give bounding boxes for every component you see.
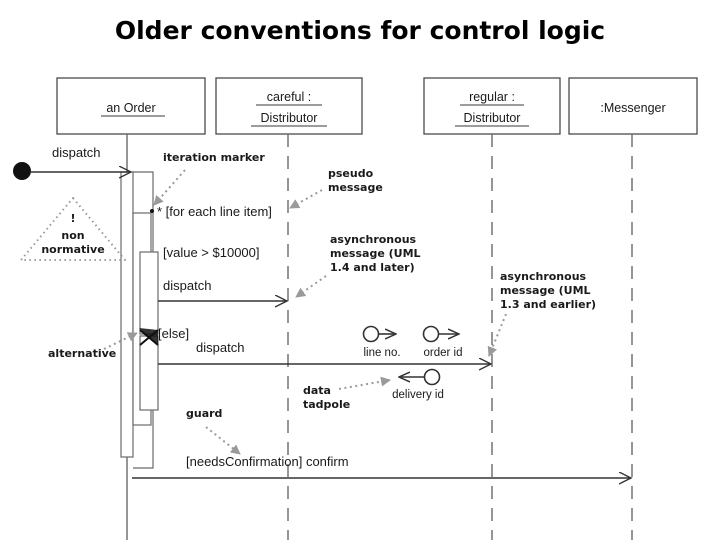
outer-activation-bar	[120, 171, 134, 458]
messages: dispatch dispatch dispatch [needsConfirm…	[13, 145, 631, 478]
annotation-pseudo-message: pseudo message	[289, 167, 383, 209]
lifeline-header-regular[interactable]: regular : Distributor	[423, 77, 561, 135]
annotation-async-13: asynchronous message (UML 1.3 and earlie…	[487, 270, 596, 357]
non-normative-warning: ! non normative	[20, 197, 126, 261]
lifeline-label-careful-1: careful :	[267, 90, 311, 104]
lifeline-label-messenger: :Messenger	[600, 101, 665, 115]
annotation-data-tadpole-line-1: data	[303, 384, 331, 397]
then-branch-activation-bar	[139, 251, 159, 335]
iteration-marker-dot	[150, 209, 154, 213]
warning-line-1: non	[61, 229, 84, 242]
tadpole-order-id: order id	[422, 325, 463, 359]
annotation-async-13-line-2: message (UML	[500, 284, 591, 297]
else-branch-activation-bar	[139, 335, 159, 411]
lifeline-label-regular-2: Distributor	[464, 111, 521, 125]
tadpole-line-no: line no.	[362, 325, 401, 359]
annotation-data-tadpole-line-2: tadpole	[303, 398, 350, 411]
found-message-start-dot	[13, 162, 31, 180]
annotation-async-14-line-1: asynchronous	[330, 233, 417, 246]
tadpole-delivery-id: delivery id	[392, 368, 444, 401]
lifeline-header-careful[interactable]: careful : Distributor	[215, 77, 363, 135]
warning-exclamation: !	[70, 212, 75, 225]
guards: * [for each line item] [value > $10000] …	[150, 204, 272, 341]
annotation-guard-line-1: guard	[186, 407, 222, 420]
annotation-data-tadpole: data tadpole	[303, 376, 391, 411]
guard-value: [value > $10000]	[163, 245, 260, 260]
tadpole-label-order-id: order id	[424, 347, 463, 359]
warning-line-2: normative	[41, 243, 104, 256]
annotations: iteration marker pseudo message asynchro…	[48, 151, 596, 455]
annotation-guard: guard	[186, 407, 241, 455]
alternative-branch-wedge	[139, 328, 158, 345]
activation-bars	[120, 171, 159, 469]
annotation-pseudo-message-line-2: message	[328, 181, 383, 194]
annotation-async-14-line-2: message (UML	[330, 247, 421, 260]
guard-else: [else]	[158, 326, 189, 341]
warning-triangle-icon	[20, 197, 126, 261]
annotation-alternative: alternative	[48, 332, 138, 360]
annotation-iteration-marker: iteration marker	[153, 151, 265, 206]
lifeline-header-order[interactable]: an Order	[56, 77, 206, 135]
message-label-found-dispatch: dispatch	[52, 145, 100, 160]
lifeline-label-regular-1: regular :	[469, 90, 515, 104]
annotation-async-13-line-1: asynchronous	[500, 270, 587, 283]
guard-iteration: * [for each line item]	[157, 204, 272, 219]
message-label-dispatch-regular: dispatch	[196, 340, 244, 355]
data-tadpoles: line no. order id delivery id	[362, 325, 463, 401]
annotation-async-14-line-3: 1.4 and later)	[330, 261, 415, 274]
tadpole-label-delivery-id: delivery id	[392, 389, 444, 401]
annotation-async-13-line-3: 1.3 and earlier)	[500, 298, 596, 311]
lifeline-label-careful-2: Distributor	[261, 111, 318, 125]
message-label-dispatch-careful: dispatch	[163, 278, 211, 293]
lifeline-header-messenger[interactable]: :Messenger	[568, 77, 698, 135]
page-title: Older conventions for control logic	[114, 16, 606, 45]
annotation-iteration-marker-line-1: iteration marker	[163, 151, 265, 164]
tadpole-label-line-no: line no.	[363, 347, 400, 359]
message-label-confirm: [needsConfirmation] confirm	[186, 454, 349, 469]
lifeline-stems	[126, 134, 633, 540]
annotation-pseudo-message-line-1: pseudo	[328, 167, 374, 180]
lifeline-label-order: an Order	[106, 101, 155, 115]
lifeline-headers: an Order careful : Distributor regular :…	[56, 77, 698, 135]
annotation-alternative-line-1: alternative	[48, 347, 116, 360]
annotation-async-14: asynchronous message (UML 1.4 and later)	[295, 233, 421, 298]
